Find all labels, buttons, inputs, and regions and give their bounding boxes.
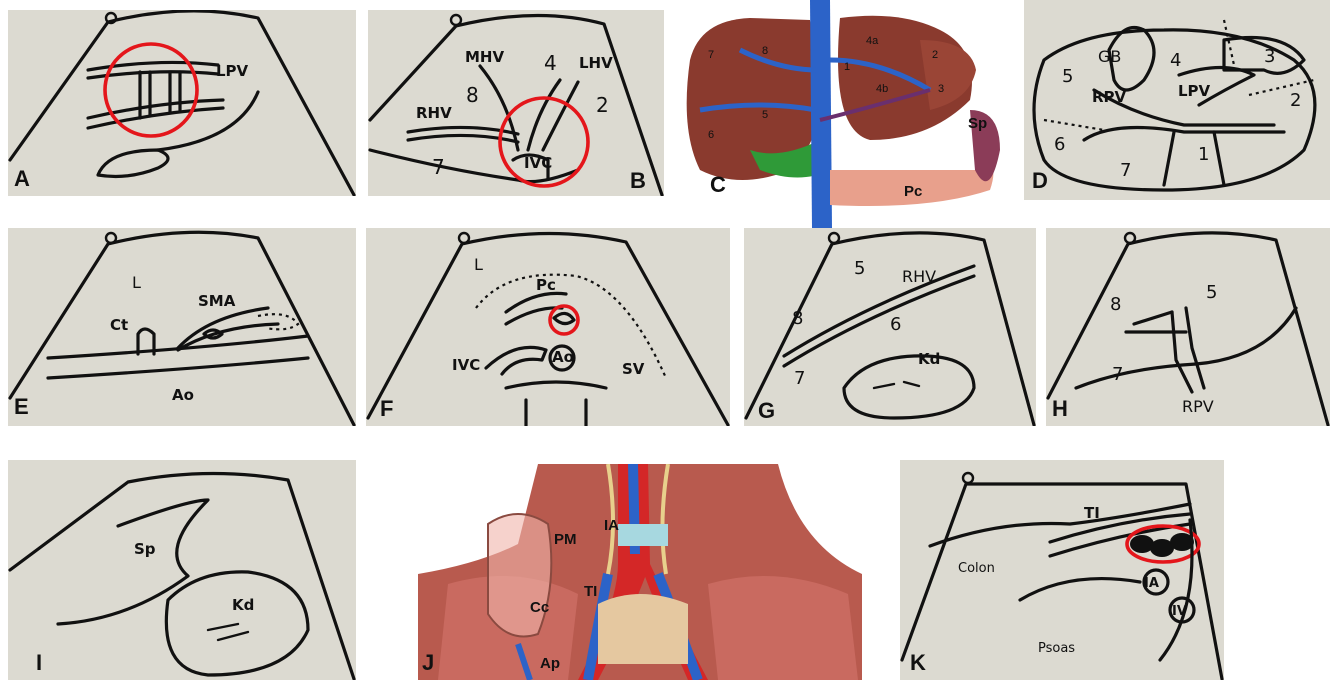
panel-letter: K [910,650,926,676]
label-ao: Ao [552,348,574,366]
panel-e-sketch: L SMA Ct Ao [8,228,356,426]
label-ap: Ap [540,655,560,672]
label-ti: TI [1084,504,1100,522]
panel-i-sketch: Sp Kd [8,460,356,680]
label-seg-8: 8 [466,83,479,107]
label-lpv: LPV [216,62,249,80]
label-seg-7: 7 [794,368,805,389]
label-sp: Sp [134,540,156,558]
label-seg-4: 4 [544,51,557,75]
label-l: L [474,255,483,274]
label-seg-4a: 4a [866,35,879,47]
label-kd: Kd [232,596,254,614]
panel-a: LPV A [8,10,356,196]
label-seg-2: 2 [596,93,609,117]
label-seg-4b: 4b [876,83,888,95]
label-seg-1: 1 [1198,144,1209,165]
panel-letter: A [14,166,30,192]
label-rpv: RPV [1182,397,1214,416]
label-seg-6: 6 [708,129,714,141]
label-ct: Ct [110,316,128,334]
panel-d-sketch: GB 4 3 5 RPV LPV 2 6 7 1 [1024,0,1330,200]
label-sp: Sp [968,115,987,132]
label-ia: IA [604,517,619,534]
label-seg-1: 1 [844,61,850,73]
label-pm: PM [554,531,577,548]
label-seg-7: 7 [1112,364,1123,385]
label-seg-7: 7 [432,155,445,179]
label-seg-6: 6 [1054,134,1065,155]
label-rhv: RHV [902,267,936,286]
panel-d: GB 4 3 5 RPV LPV 2 6 7 1 D [1024,0,1330,200]
label-sma: SMA [198,292,236,310]
label-pc: Pc [536,276,556,294]
label-ivc: IVC [524,154,552,172]
label-gb: GB [1098,47,1121,66]
label-lhv: LHV [579,54,613,72]
panel-letter: B [630,168,646,194]
label-kd: Kd [918,350,940,368]
label-seg-3: 3 [1264,46,1275,67]
panel-letter: I [36,650,42,676]
panel-e: L SMA Ct Ao E [8,228,356,426]
label-iv: IV [1172,604,1187,619]
panel-letter: D [1032,168,1048,194]
label-ia: IA [1144,576,1159,591]
label-l: L [132,273,141,292]
panel-j-illustration: PM IA TI Cc Ap J [418,464,862,680]
panel-g: 5 RHV 8 6 Kd 7 G [744,228,1036,426]
panel-letter: J [422,650,434,676]
label-seg-5: 5 [1062,66,1073,87]
label-psoas: Psoas [1038,641,1075,656]
label-colon: Colon [958,561,995,576]
panel-letter: E [14,394,29,420]
pelvis-illustration: PM IA TI Cc Ap [418,464,862,680]
panel-letter: F [380,396,393,422]
label-ti: TI [584,583,597,600]
panel-letter: C [710,172,726,198]
label-rpv: RPV [1092,88,1127,106]
label-seg-8: 8 [1110,294,1121,315]
label-seg-8: 8 [762,45,768,57]
label-ao: Ao [172,386,194,404]
label-seg-6: 6 [890,314,901,335]
panel-b-sketch: MHV LHV RHV IVC 4 8 2 7 [368,10,664,196]
label-pc: Pc [904,183,922,200]
label-seg-5: 5 [1206,282,1217,303]
label-seg-8: 8 [792,308,803,329]
label-lpv: LPV [1178,82,1211,100]
label-ivc: IVC [452,356,480,374]
label-seg-2: 2 [932,49,938,61]
label-seg-4: 4 [1170,50,1181,71]
panel-h: 8 5 7 RPV H [1046,228,1330,426]
panel-c-illustration: 7 8 4a 2 1 4b 3 6 5 Sp Pc C [680,0,1020,228]
label-sv: SV [622,360,645,378]
label-cc: Cc [530,599,549,616]
label-seg-7: 7 [1120,160,1131,181]
panel-f: L Pc IVC Ao SV F [366,228,730,426]
panel-letter: H [1052,396,1068,422]
panel-f-sketch: L Pc IVC Ao SV [366,228,730,426]
panel-letter: G [758,398,775,424]
label-mhv: MHV [465,48,504,66]
label-seg-5: 5 [854,258,865,279]
panel-h-sketch: 8 5 7 RPV [1046,228,1330,426]
panel-i: Sp Kd I [8,460,356,680]
label-seg-5: 5 [762,109,768,121]
panel-k: TI Colon IA IV Psoas K [900,460,1224,680]
label-seg-3: 3 [938,83,944,95]
panel-b: MHV LHV RHV IVC 4 8 2 7 B [368,10,664,196]
panel-a-sketch: LPV [8,10,356,196]
panel-g-sketch: 5 RHV 8 6 Kd 7 [744,228,1036,426]
label-rhv: RHV [416,104,452,122]
liver-illustration: 7 8 4a 2 1 4b 3 6 5 Sp Pc [680,0,1020,228]
label-seg-2: 2 [1290,90,1301,111]
label-seg-7: 7 [708,49,714,61]
panel-k-sketch: TI Colon IA IV Psoas [900,460,1224,680]
